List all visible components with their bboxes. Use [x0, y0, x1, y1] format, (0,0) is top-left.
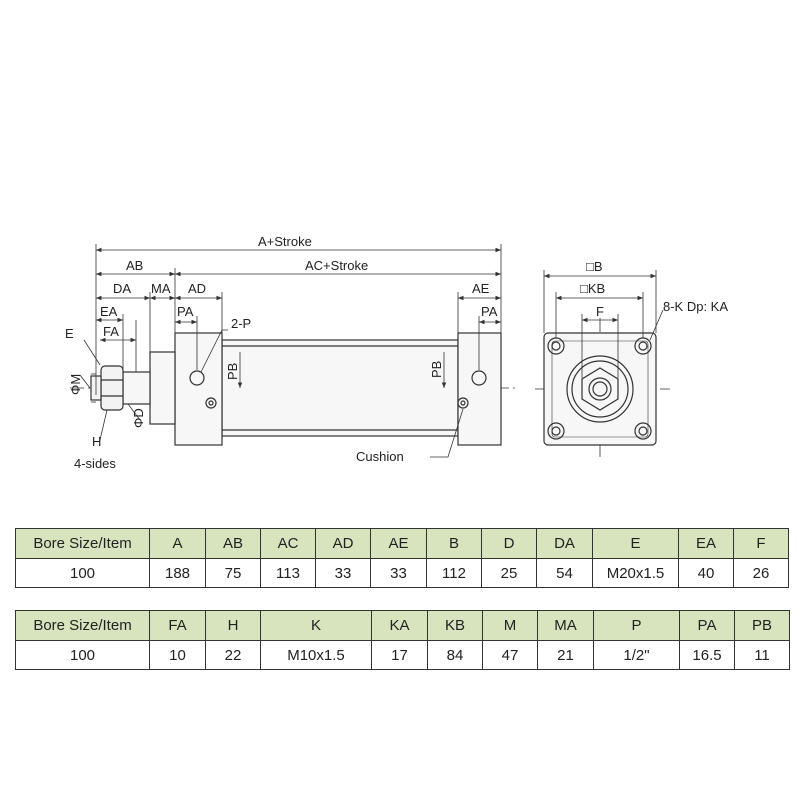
- table-header-cell: E: [592, 528, 679, 559]
- bolt-hole-bl: [547, 422, 565, 440]
- table-header-cell: KA: [371, 610, 428, 641]
- table-cell: 100: [15, 558, 150, 588]
- rod-boss-ring: [566, 355, 634, 423]
- table-header-cell: A: [149, 528, 206, 559]
- table-header-cell: P: [593, 610, 680, 641]
- table-cell: 113: [260, 558, 316, 588]
- label-ma: MA: [151, 281, 171, 296]
- side-view: [70, 332, 515, 446]
- rear-cover: [457, 332, 502, 446]
- table-header-cell: D: [481, 528, 537, 559]
- table-cell: 22: [205, 640, 261, 670]
- table-cell: 54: [536, 558, 593, 588]
- table-cell: 26: [733, 558, 789, 588]
- table-header-cell: F: [733, 528, 789, 559]
- label-phi-d: ΦD: [131, 408, 146, 428]
- label-ab: AB: [126, 258, 143, 273]
- rod-boss: [149, 351, 176, 425]
- table-header-cell: Bore Size/Item: [15, 528, 150, 559]
- cylinder-dimension-drawing: A+Stroke AB AC+Stroke DA MA AD AE EA PA …: [65, 234, 728, 471]
- table-cell: 40: [678, 558, 734, 588]
- port-left: [189, 370, 205, 386]
- label-four-sides: 4-sides: [74, 456, 116, 471]
- table-header-cell: AE: [370, 528, 427, 559]
- end-plate: [543, 332, 657, 446]
- end-view: [535, 318, 670, 458]
- cushion-screw-left: [205, 397, 217, 409]
- end-view-dimension-lines: [543, 270, 664, 378]
- table-header-cell: EA: [678, 528, 734, 559]
- table-row: 100 10 22 M10x1.5 17 84 47 21 1/2" 16.5 …: [15, 640, 790, 670]
- label-ac-stroke: AC+Stroke: [305, 258, 368, 273]
- label-pb-left: PB: [225, 363, 240, 380]
- table-header-cell: KB: [427, 610, 483, 641]
- table-header-cell: AB: [205, 528, 261, 559]
- table-cell: 10: [149, 640, 206, 670]
- table-header-cell: PA: [679, 610, 735, 641]
- table-cell: 16.5: [679, 640, 735, 670]
- label-ea: EA: [100, 304, 118, 319]
- label-pa-left: PA: [177, 304, 194, 319]
- table-cell: 75: [205, 558, 261, 588]
- table-header-cell: M: [482, 610, 538, 641]
- table-cell: 21: [537, 640, 594, 670]
- table-cell: 84: [427, 640, 483, 670]
- dimension-table-1: Bore Size/Item A AB AC AD AE B D DA E EA…: [15, 528, 789, 588]
- label-ae: AE: [472, 281, 490, 296]
- label-two-p: 2-P: [231, 316, 251, 331]
- table-header-cell: B: [426, 528, 482, 559]
- table-cell: 25: [481, 558, 537, 588]
- label-cushion: Cushion: [356, 449, 404, 464]
- label-h: H: [92, 434, 101, 449]
- label-b: □B: [586, 259, 603, 274]
- table-header-cell: FA: [149, 610, 206, 641]
- table-header-row: Bore Size/Item FA H K KA KB M MA P PA PB: [15, 610, 790, 641]
- table-header-cell: K: [260, 610, 372, 641]
- rod-nut: [100, 365, 124, 411]
- table-header-cell: DA: [536, 528, 593, 559]
- label-da: DA: [113, 281, 131, 296]
- label-ad: AD: [188, 281, 206, 296]
- cushion-screw-right: [457, 397, 469, 409]
- table-cell: 33: [370, 558, 427, 588]
- table-header-cell: AD: [315, 528, 371, 559]
- bolt-hole-br: [634, 422, 652, 440]
- rod-hex-nut: [581, 367, 619, 411]
- table-header-cell: MA: [537, 610, 594, 641]
- table-cell: 17: [371, 640, 428, 670]
- table-cell: 33: [315, 558, 371, 588]
- dimension-table-2: Bore Size/Item FA H K KA KB M MA P PA PB…: [15, 610, 790, 670]
- table-header-row: Bore Size/Item A AB AC AD AE B D DA E EA…: [15, 528, 789, 559]
- table-header-cell: AC: [260, 528, 316, 559]
- label-e: E: [65, 326, 74, 341]
- dimension-lines: [79, 247, 501, 458]
- table-cell: 100: [15, 640, 150, 670]
- table-header-cell: H: [205, 610, 261, 641]
- label-fa: FA: [103, 324, 119, 339]
- label-phi-m: ΦM: [68, 374, 83, 395]
- piston-rod: [122, 371, 151, 405]
- label-pa-right: PA: [481, 304, 498, 319]
- table-cell: 47: [482, 640, 538, 670]
- label-k-dp: 8-K Dp: KA: [663, 299, 728, 314]
- port-right: [471, 370, 487, 386]
- table-row: 100 188 75 113 33 33 112 25 54 M20x1.5 4…: [15, 558, 789, 588]
- label-a-stroke: A+Stroke: [258, 234, 312, 249]
- front-cover: [174, 332, 223, 446]
- table-cell: 1/2": [593, 640, 680, 670]
- label-kb: □KB: [580, 281, 605, 296]
- label-f: F: [596, 304, 604, 319]
- table-cell: M20x1.5: [592, 558, 679, 588]
- table-cell: 188: [149, 558, 206, 588]
- table-header-cell: PB: [734, 610, 790, 641]
- label-pb-right: PB: [429, 361, 444, 378]
- table-cell: M10x1.5: [260, 640, 372, 670]
- table-header-cell: Bore Size/Item: [15, 610, 150, 641]
- table-cell: 112: [426, 558, 482, 588]
- cylinder-barrel: [221, 339, 459, 437]
- table-cell: 11: [734, 640, 790, 670]
